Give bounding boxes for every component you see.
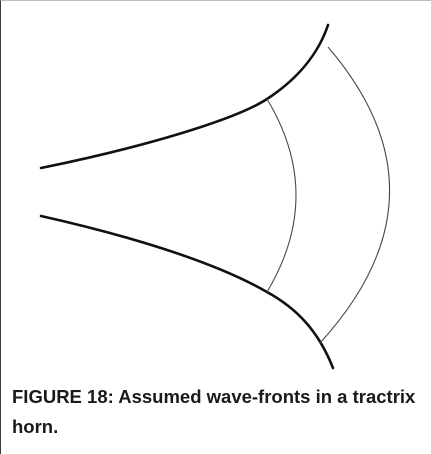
upper-horn-wall xyxy=(39,23,330,170)
inner-wave-front xyxy=(266,98,297,293)
outer-wave-front xyxy=(319,46,391,344)
lower-horn-wall xyxy=(39,214,335,370)
figure-caption: FIGURE 18: Assumed wave-fronts in a trac… xyxy=(12,386,416,437)
